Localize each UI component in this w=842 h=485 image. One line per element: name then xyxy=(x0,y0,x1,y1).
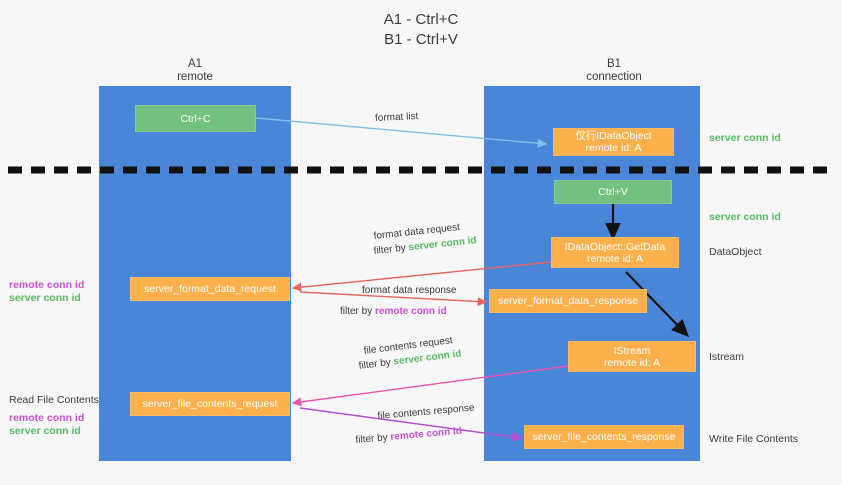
left-note-remote-conn-id-1: remote conn id xyxy=(9,279,85,291)
edge-label-format-data-response-filter: filter by remote conn id xyxy=(340,305,447,318)
filter-value-remote-conn-id-2: remote conn id xyxy=(389,425,463,443)
note-server-conn-id-1: server conn id xyxy=(709,132,781,144)
box-ctrl-c[interactable]: Ctrl+C xyxy=(135,105,256,132)
note-server-conn-id-2: server conn id xyxy=(709,211,781,223)
left-note-group-1: remote conn id server conn id xyxy=(9,279,84,305)
left-note-server-conn-id-1: server conn id xyxy=(9,292,81,304)
box-server-format-data-response[interactable]: server_format_data_response xyxy=(489,289,647,313)
box-idataobject-getdata-line-1: IDataObject::GetData xyxy=(564,240,666,253)
filter-prefix-3: filter by xyxy=(358,356,395,372)
box-server-format-data-response-label: server_format_data_response xyxy=(497,295,639,307)
lane-header-a1-title: A1 xyxy=(187,58,203,70)
box-server-file-contents-request-label: server_file_contents_request xyxy=(142,398,278,410)
box-idataobject-getdata-line-2: remote id: A xyxy=(586,252,644,265)
lane-header-b1-subtitle: connection xyxy=(586,71,642,83)
box-idataobject-line-2: remote id: A xyxy=(585,142,642,154)
left-note-read-file-contents: Read File Contents xyxy=(9,394,99,406)
title-line-2: B1 - Ctrl+V xyxy=(384,31,458,48)
edge-label-file-contents-response-filter: filter by remote conn id xyxy=(355,425,462,447)
box-istream-line-2: remote id: A xyxy=(603,356,661,369)
note-istream: Istream xyxy=(709,351,745,363)
box-ctrl-c-label: Ctrl+C xyxy=(180,112,211,125)
title-line-1: A1 - Ctrl+C xyxy=(383,11,459,28)
box-istream-line-1: IStream xyxy=(613,344,651,357)
box-server-file-contents-response-label: server_file_contents_response xyxy=(532,431,676,443)
box-server-format-data-request[interactable]: server_format_data_request xyxy=(130,277,290,301)
box-server-file-contents-request[interactable]: server_file_contents_request xyxy=(130,392,290,416)
lane-header-b1-title: B1 xyxy=(606,58,622,70)
filter-value-remote-conn-id-1: remote conn id xyxy=(375,306,447,317)
box-server-file-contents-response[interactable]: server_file_contents_response xyxy=(524,425,684,449)
edge-label-file-contents-response: file contents response xyxy=(377,402,475,422)
note-write-file-contents: Write File Contents xyxy=(709,433,799,445)
note-dataobject: DataObject xyxy=(709,246,762,258)
box-idataobject-getdata[interactable]: IDataObject::GetData remote id: A xyxy=(551,237,679,268)
left-note-group-2: remote conn id server conn id xyxy=(9,412,84,438)
edge-label-format-data-response: format data response xyxy=(362,285,457,296)
box-server-format-data-request-label: server_format_data_request xyxy=(144,283,276,295)
filter-prefix-1: filter by xyxy=(373,242,410,257)
box-idataobject[interactable]: 仅行IDataObject remote id: A xyxy=(553,128,674,156)
box-ctrl-v-label: Ctrl+V xyxy=(598,186,628,198)
box-ctrl-v[interactable]: Ctrl+V xyxy=(554,180,672,204)
lane-header-b1: B1 connection xyxy=(534,58,694,84)
filter-prefix-2: filter by xyxy=(340,306,376,317)
lane-header-a1-subtitle: remote xyxy=(177,71,213,83)
box-istream[interactable]: IStream remote id: A xyxy=(568,341,696,372)
left-note-remote-conn-id-2: remote conn id xyxy=(9,412,85,424)
filter-prefix-4: filter by xyxy=(355,431,391,446)
lane-header-a1: A1 remote xyxy=(115,58,275,84)
page-title: A1 - Ctrl+C B1 - Ctrl+V xyxy=(0,10,842,50)
left-note-server-conn-id-2: server conn id xyxy=(9,425,81,437)
box-idataobject-line-1: 仅行IDataObject xyxy=(575,130,652,142)
edge-label-format-list: format list xyxy=(374,111,419,124)
